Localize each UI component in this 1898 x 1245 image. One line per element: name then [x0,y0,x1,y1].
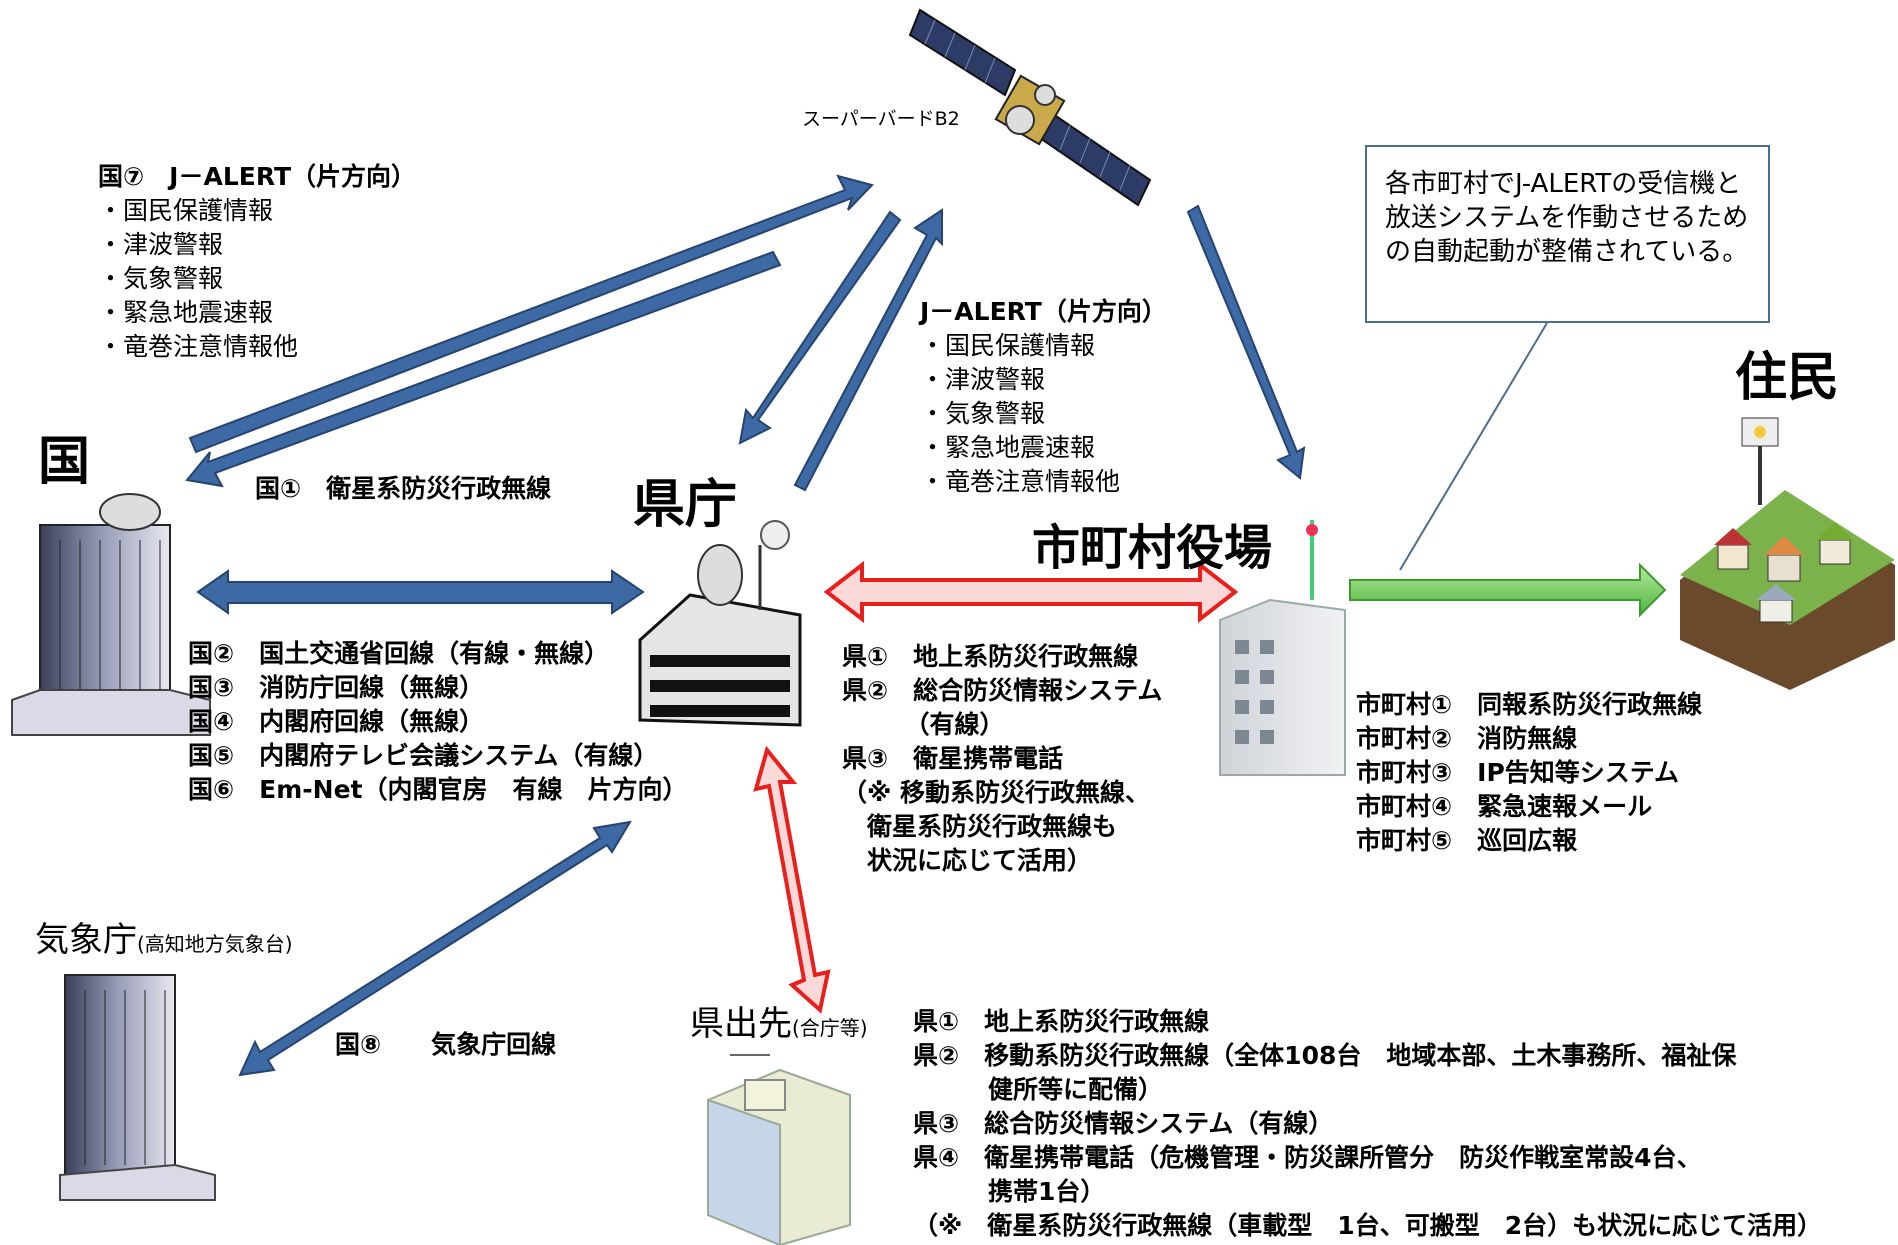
city-line: 市町村④ 緊急速報メール [1356,792,1653,821]
kuni-line: 国⑤ 内閣府テレビ会議システム（有線） [188,741,659,770]
ken-line: 状況に応じて活用） [842,846,1093,875]
arrow-kencho-kendesaki [753,745,831,1014]
arrow-kuni-kencho [196,569,645,615]
kuni-line: 国② 国土交通省回線（有線・無線） [188,639,610,668]
jalert-city-line: ・竜巻注意情報他 [920,467,1121,496]
city-line: 市町村② 消防無線 [1356,724,1578,753]
kuni1-label: 国① 衛星系防災行政無線 [255,474,552,503]
jumin-label: 住民 [1735,348,1840,408]
kendesaki-sub: (合庁等) [792,1016,868,1040]
kuni-jalert-line: ・竜巻注意情報他 [98,332,299,361]
ken-lines-block: 県① 地上系防災行政無線 県② 総合防災情報システム （有線） 県③ 衛星携帯電… [842,640,1162,878]
ken-line: 県③ 衛星携帯電話 [842,744,1064,773]
kuni-jalert-line: 国⑦ J－ALERT（片方向） [98,162,417,191]
kishocho-sub: (高知地方気象台) [137,932,293,956]
jalert-city-line: ・緊急地震速報 [920,433,1096,462]
arrow-kencho-to-satellite [793,208,943,492]
arrow-kencho-shichoson [823,560,1239,624]
ken-line: （有線） [842,710,1005,739]
kishocho-building-icon [59,974,216,1201]
arrow-shichoson-jumin [1349,562,1667,618]
desaki-lines-block: 県① 地上系防災行政無線 県② 移動系防災行政無線（全体108台 地域本部、土木… [913,1005,1822,1243]
callout-pointer [1399,322,1548,571]
desaki-line: 健所等に配備） [913,1075,1164,1104]
jalert-city-line: ・津波警報 [920,365,1046,394]
jalert-city-line: ・国民保護情報 [920,331,1096,360]
kuni-building-icon [11,493,211,736]
arrow-kishocho-kencho [238,820,632,1077]
desaki-line: 県④ 衛星携帯電話（危機管理・防災課所管分 防災作戦室常設4台、 [913,1143,1702,1172]
kuni-jalert-line: ・国民保護情報 [98,196,274,225]
kuni-line: 国③ 消防庁回線（無線） [188,673,485,702]
desaki-line: 県① 地上系防災行政無線 [913,1007,1210,1036]
jalert-city-block: J－ALERT（片方向） ・国民保護情報 ・津波警報 ・気象警報 ・緊急地震速報… [920,295,1167,499]
kuni-label: 国 [38,432,91,492]
city-line: 市町村① 同報系防災行政無線 [1356,690,1703,719]
kuni-jalert-line: ・気象警報 [98,264,224,293]
kuni-lines-block: 国② 国土交通省回線（有線・無線） 国③ 消防庁回線（無線） 国④ 内閣府回線（… [188,637,688,807]
arrow-kuni-to-satellite [188,174,874,454]
satellite-label: スーパーバードB2 [802,108,960,130]
jalert-city-line: J－ALERT（片方向） [920,297,1167,326]
jalert-city-line: ・気象警報 [920,399,1046,428]
desaki-line: 県③ 総合防災情報システム（有線） [913,1109,1334,1138]
shichoson-building-icon [1219,520,1346,776]
kishocho-name: 気象庁 [35,920,137,960]
ken-line: 県② 総合防災情報システム [842,676,1163,705]
kuni-jalert-block: 国⑦ J－ALERT（片方向） ・国民保護情報 ・津波警報 ・気象警報 ・緊急地… [98,160,416,364]
kendesaki-building-icon [707,1054,851,1245]
kishocho-label: 気象庁(高知地方気象台) [35,920,293,961]
kuni-jalert-line: ・津波警報 [98,230,224,259]
desaki-line: （※ 衛星系防災行政無線（車載型 1台、可搬型 2台）も状況に応じて活用） [913,1211,1823,1240]
jalert-callout: 各市町村でJ-ALERTの受信機と放送システムを作動させるための自動起動が整備さ… [1365,145,1770,323]
shichoson-label: 市町村役場 [1032,520,1273,576]
kendesaki-name: 県出先 [690,1004,792,1044]
ken-line: 衛星系防災行政無線も [842,812,1118,841]
kuni8-label: 国⑧ 気象庁回線 [335,1030,557,1059]
ken-line: 県① 地上系防災行政無線 [842,642,1139,671]
desaki-line: 携帯1台） [913,1177,1106,1206]
arrow-satellite-to-kencho-left [738,210,902,445]
satellite-icon [908,8,1152,207]
city-lines-block: 市町村① 同報系防災行政無線 市町村② 消防無線 市町村③ IP告知等システム … [1356,688,1702,858]
kuni-line: 国⑥ Em-Net（内閣官房 有線 片方向） [188,775,688,804]
jumin-houses-icon [1680,417,1895,690]
kuni-line: 国④ 内閣府回線（無線） [188,707,485,736]
desaki-line: 県② 移動系防災行政無線（全体108台 地域本部、土木事務所、福祉保 [913,1041,1737,1070]
arrow-satellite-to-kuni [185,250,782,488]
kendesaki-label: 県出先(合庁等) [690,1004,868,1045]
city-line: 市町村⑤ 巡回広報 [1356,826,1578,855]
kencho-building-icon [638,520,802,727]
arrow-satellite-to-shichoson [1186,204,1306,480]
city-line: 市町村③ IP告知等システム [1356,758,1680,787]
ken-line: （※ 移動系防災行政無線、 [842,778,1151,807]
kuni-jalert-line: ・緊急地震速報 [98,298,274,327]
kencho-label: 県庁 [633,475,738,535]
